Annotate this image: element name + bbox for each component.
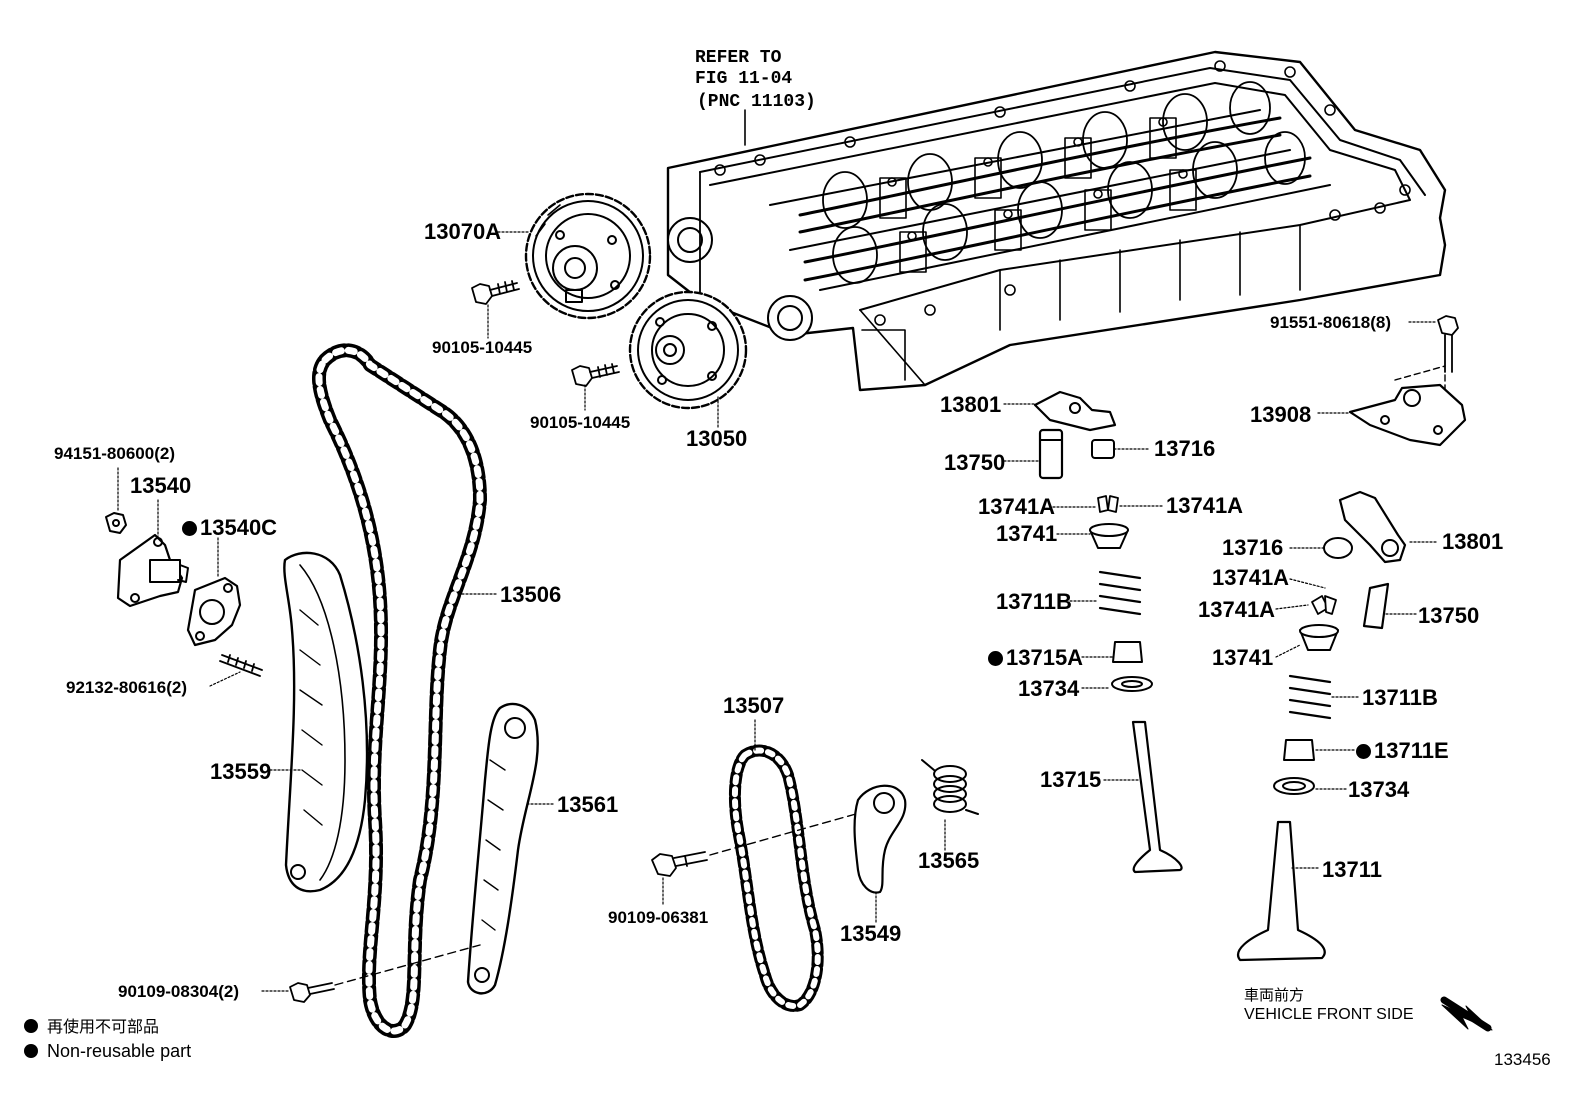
part-label-13540: 13540 [130,473,192,498]
valve-stem-seal-illustration-1 [1112,641,1143,663]
refer-note-line-1: REFER TO [695,48,782,68]
exhaust-timing-gear-illustration [628,290,748,410]
part-label-13715: 13715 [1040,767,1102,792]
valve-stem-seal-illustration-2 [1283,739,1315,761]
part-label-13549: 13549 [840,921,902,946]
tensioner-stud [219,654,263,677]
part-label-90105-10445-b: 90105-10445 [530,413,631,432]
spring-retainer-illustration-1 [1089,523,1129,549]
refer-note-line-3: (PNC 11103) [697,92,816,112]
part-label-90109-08304: 90109-08304(2) [118,982,239,1001]
part-label-13716-b: 13716 [1222,535,1284,560]
part-label-13506: 13506 [500,582,562,607]
part-label-13711: 13711 [1322,857,1382,882]
part-label-13741A-a: 13741A [978,494,1056,519]
part-label-13801-a: 13801 [940,392,1002,417]
bolt-13908 [1437,315,1459,373]
intake-timing-gear-illustration [524,192,652,320]
valve-keeper-illustration-1 [1097,495,1119,513]
balancer-chain-illustration [728,744,824,1012]
chain-tensioner-illustration [116,533,189,608]
valve-keeper-illustration-2 [1311,595,1337,615]
part-label-13741-b: 13741 [1212,645,1274,670]
part-label-13561: 13561 [557,792,619,817]
lash-adjuster-illustration-2 [1362,582,1390,630]
timing-chain-illustration [312,343,487,1038]
part-label-13540C: 13540C [182,516,277,540]
part-label-13750-b: 13750 [1418,603,1480,628]
part-label-13565: 13565 [918,848,980,873]
part-label-90105-10445-a: 90105-10445 [432,338,533,357]
oil-shower-bracket-illustration [1348,383,1467,447]
valve-spring-illustration-1 [1098,570,1142,616]
part-label-13734-a: 13734 [1018,676,1080,701]
direction-jp: 車両前方 [1244,986,1305,1004]
part-label-13711B-a: 13711B [996,589,1072,614]
chain-slipper-guide-illustration [283,551,369,893]
part-label-13070A: 13070A [424,219,502,244]
non-reusable-dot-icon [988,651,1003,666]
part-label-13711E: 13711E [1356,739,1449,763]
tensioner-nut [105,512,127,534]
gear-bolt-2 [571,363,620,387]
non-reusable-dot-icon [24,1019,38,1033]
part-label-13050: 13050 [686,426,748,451]
part-label-90109-06381: 90109-06381 [608,908,709,927]
valve-illustration-1 [1131,720,1183,874]
lash-adjuster-illustration-1 [1038,428,1064,480]
tensioner-gasket [186,576,242,647]
legend-en: Non-reusable part [24,1040,191,1062]
part-label-94151-80600: 94151-80600(2) [54,444,175,463]
part-label-13507: 13507 [723,693,785,718]
part-label-13715A: 13715A [988,646,1083,670]
legend-jp-text: 再使用不可部品 [47,1017,160,1036]
non-reusable-dot-icon [182,521,197,536]
part-label-13716-a: 13716 [1154,436,1216,461]
legend-en-text: Non-reusable part [47,1041,192,1061]
non-reusable-dot-icon [24,1044,38,1058]
leader-lines [117,231,1439,992]
rocker-arm-illustration-2 [1338,490,1407,564]
tensioner-spring-illustration [921,759,979,815]
spring-seat-illustration-1 [1111,676,1153,692]
valve-spring-illustration-2 [1288,674,1332,720]
part-label-13741-a: 13741 [996,521,1058,546]
cap-illustration-2 [1323,537,1353,559]
part-label-13540C-text: 13540C [200,515,278,540]
tensioner-arm-bolt [651,851,708,877]
cylinder-head-illustration [666,50,1447,392]
part-label-13801-b: 13801 [1442,529,1504,554]
part-label-91551-80618: 91551-80618(8) [1270,313,1391,332]
part-label-13711B-b: 13711B [1362,685,1438,710]
part-label-13741A-c: 13741A [1212,565,1290,590]
vehicle-front-arrow-icon [1440,996,1493,1032]
part-label-13750-a: 13750 [944,450,1006,475]
chain-guide-illustration [466,702,539,995]
refer-note-line-2: FIG 11-04 [695,69,793,89]
spring-retainer-illustration-2 [1299,624,1339,651]
part-label-13715A-text: 13715A [1006,645,1084,670]
non-reusable-dot-icon [1356,744,1371,759]
gear-bolt-1 [471,280,520,305]
legend-jp: 再使用不可部品 [24,1015,159,1038]
guide-bolt [289,982,335,1003]
spring-seat-illustration-2 [1273,777,1315,795]
rocker-arm-illustration-1 [1033,390,1117,432]
part-label-13734-b: 13734 [1348,777,1410,802]
valve-illustration-2 [1237,820,1326,962]
part-label-13741A-b: 13741A [1166,493,1244,518]
part-label-13908: 13908 [1250,402,1312,427]
direction-en: VEHICLE FRONT SIDE [1244,1006,1414,1023]
part-label-92132-80616: 92132-80616(2) [66,678,187,697]
cap-illustration-1 [1091,439,1115,459]
part-label-13711E-text: 13711E [1374,738,1449,763]
figure-number: 133456 [1494,1050,1551,1069]
part-label-13741A-d: 13741A [1198,597,1276,622]
tensioner-arm-illustration [853,784,907,894]
part-label-13559: 13559 [210,759,272,784]
